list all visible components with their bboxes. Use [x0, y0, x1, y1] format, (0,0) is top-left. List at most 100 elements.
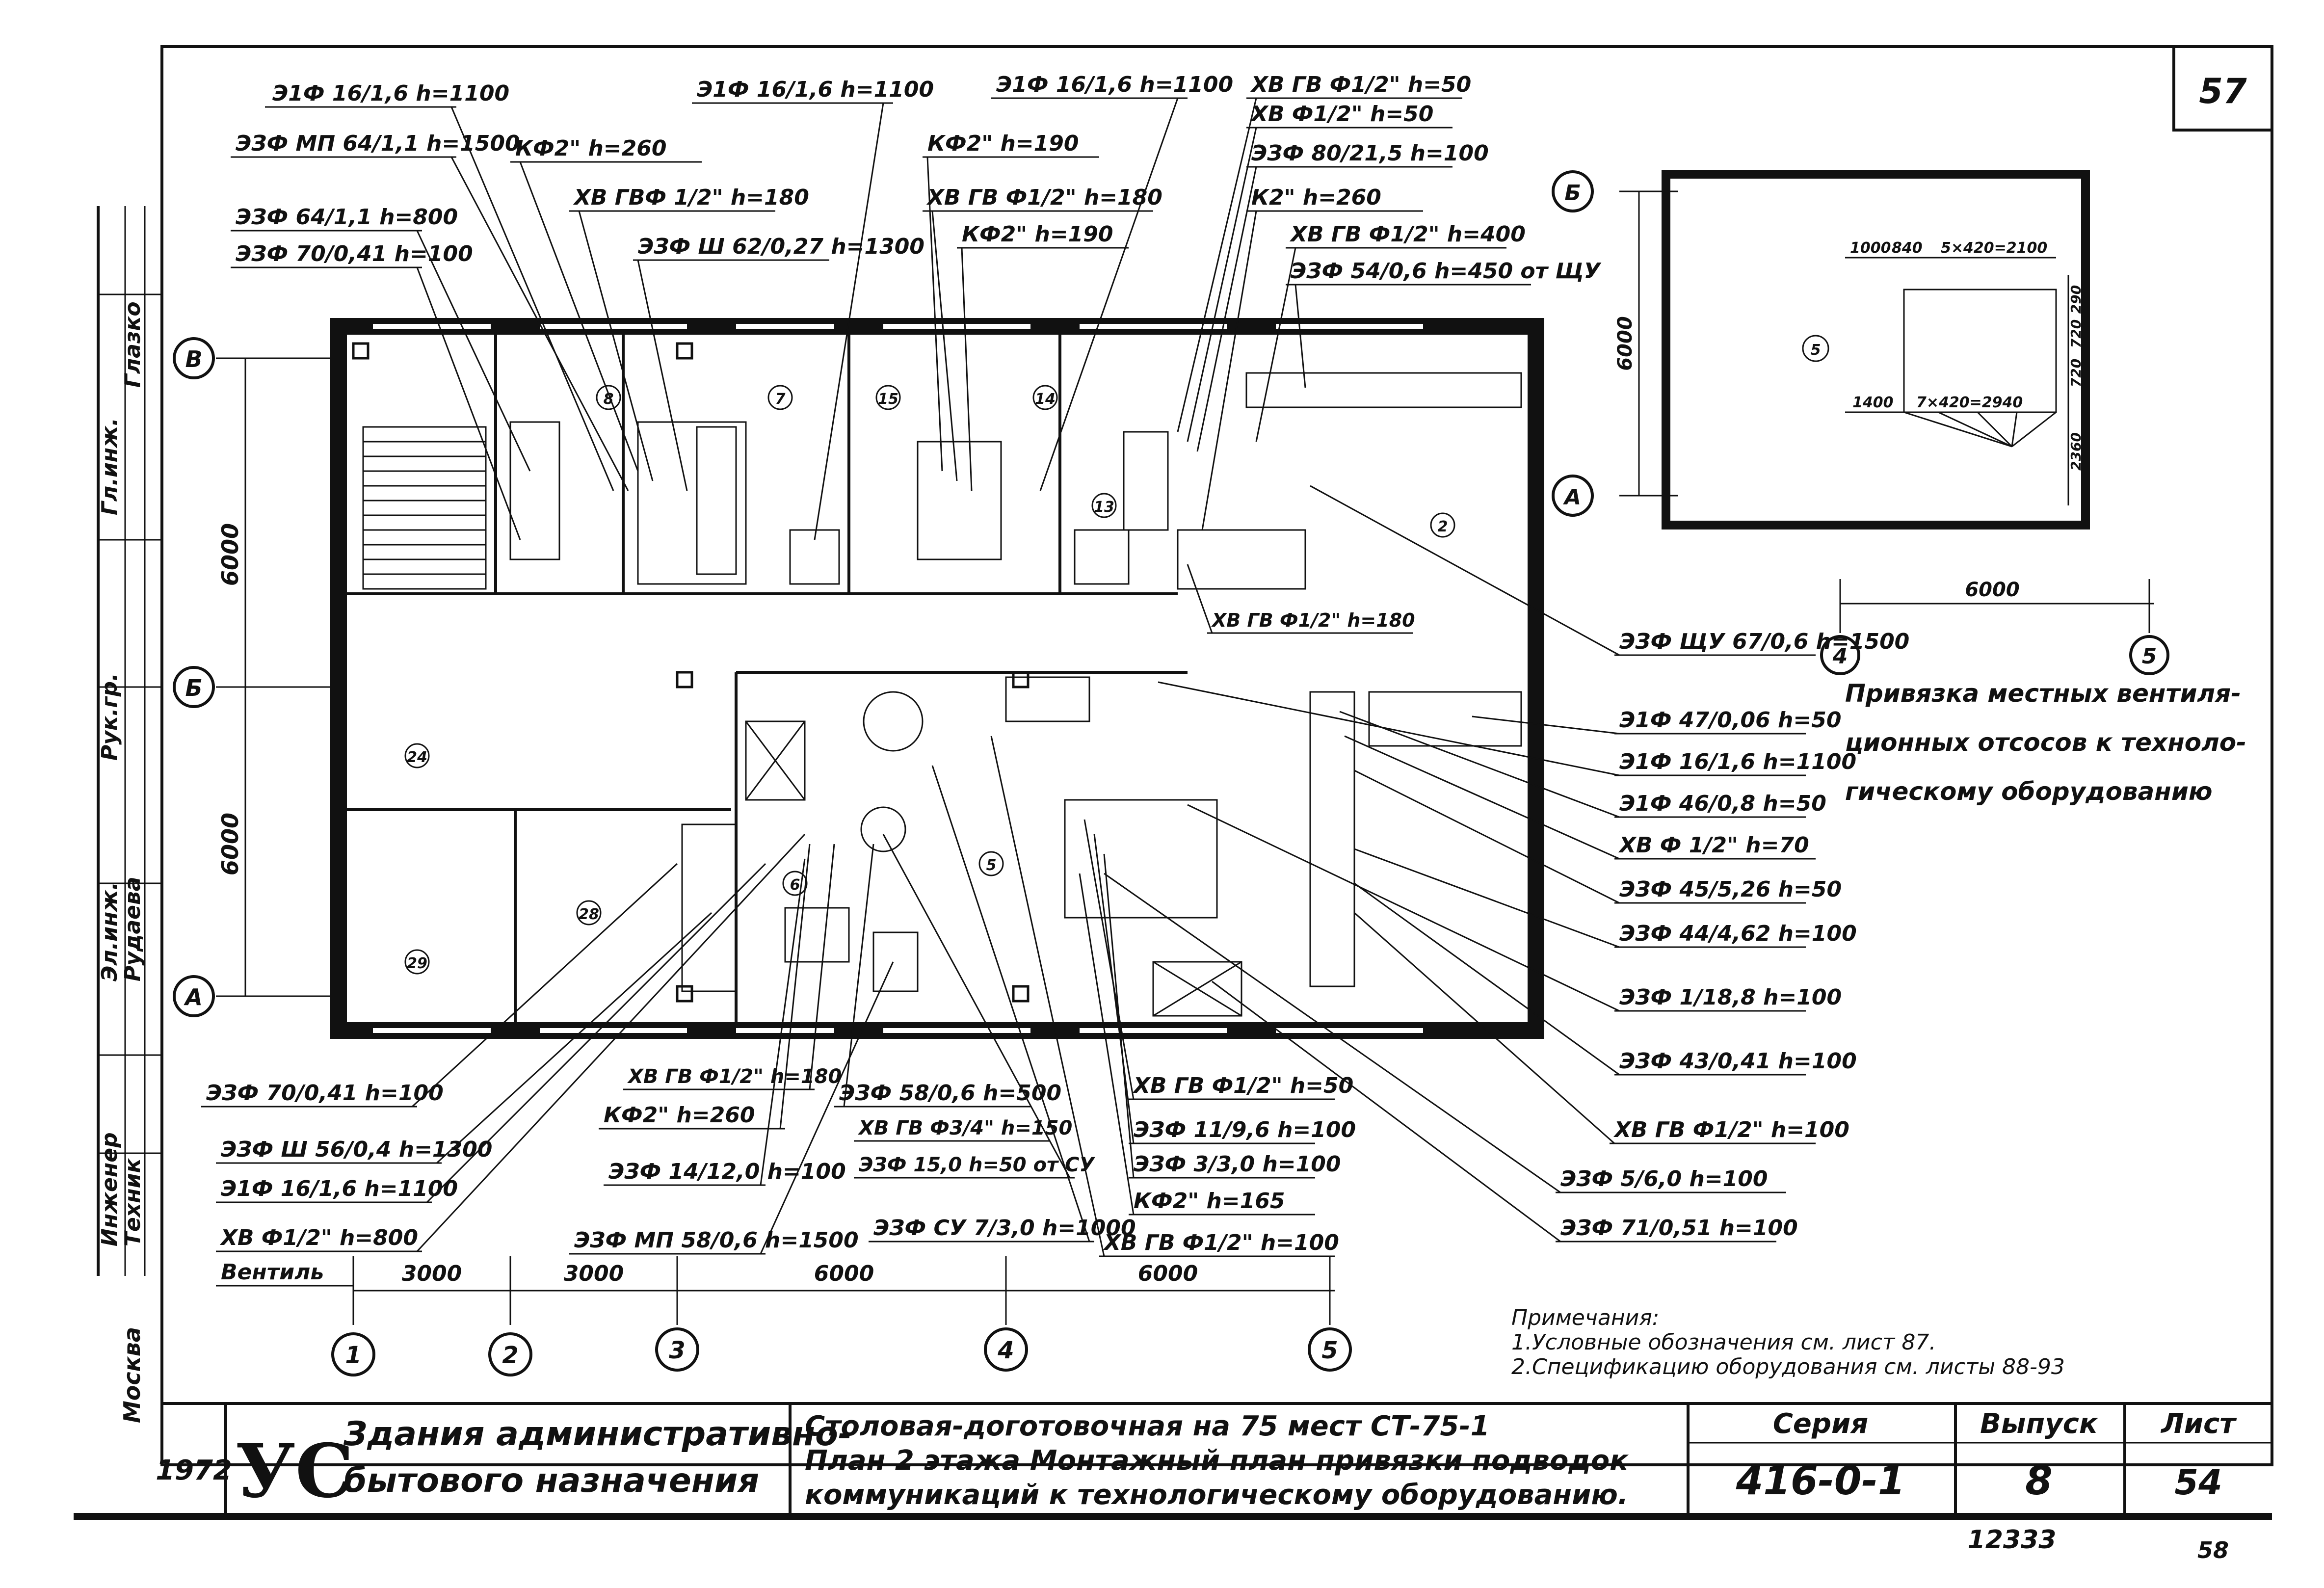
title-sheet-value: 54: [2174, 1462, 2222, 1503]
axis-row-А: А: [184, 984, 203, 1010]
notes-line-1: 1.Условные обозначения см. лист 87.: [1511, 1330, 1936, 1355]
inset-caption-2: ционных отсосов к техноло-: [1845, 728, 2246, 757]
inset-room: 5: [1811, 342, 1821, 359]
callout-bottom-1: ЭЗФ Ш 56/0,4 h=1300: [221, 1137, 492, 1162]
stamp-role-3: Рук.гр.: [97, 673, 122, 761]
room-15: 15: [878, 391, 898, 408]
room-6: 6: [790, 876, 800, 894]
room-14: 14: [1035, 391, 1056, 408]
callout-top-14: ЭЗФ 80/21,5 h=100: [1251, 141, 1489, 166]
inset-dim-top-0: 1000: [1850, 239, 1891, 257]
callout-bottom-18: ХВ ГВ Ф1/2" h=180: [1211, 609, 1415, 631]
callout-bottom-3: ХВ Ф1/2" h=800: [219, 1225, 418, 1250]
stamp-institute: Москва: [119, 1327, 145, 1423]
callout-bottom-0: ЭЗФ 70/0,41 h=100: [206, 1081, 444, 1106]
plan-axes: 6000 6000 В Б А 3000 3000 6000 6000 1 2 …: [173, 337, 1352, 1376]
title-series-label: Серия: [1773, 1408, 1868, 1440]
inset-caption-3: гическому оборудованию: [1845, 777, 2213, 806]
notes: Примечания: 1.Условные обозначения см. л…: [1511, 1305, 2065, 1379]
sheet-number-box: [2172, 45, 2273, 132]
notes-heading: Примечания:: [1511, 1305, 1660, 1330]
room-24: 24: [407, 749, 427, 766]
row-span-0: 6000: [217, 523, 243, 586]
callout-bottom-11: ЭЗФ 15,0 h=50 от СУ: [859, 1154, 1096, 1176]
callout-right-9: ХВ ГВ Ф1/2" h=100: [1613, 1117, 1849, 1142]
callout-bottom-10: ХВ ГВ Ф3/4" h=150: [857, 1117, 1072, 1139]
callout-right-11: ЭЗФ 71/0,51 h=100: [1560, 1216, 1798, 1241]
callout-top-4: КФ2" h=260: [515, 136, 667, 161]
axis-col-3: 3: [669, 1337, 685, 1364]
col-span-3: 6000: [1138, 1261, 1198, 1286]
room-8: 8: [604, 391, 614, 408]
inset-dim-bottom-0: 1400: [1852, 394, 1894, 411]
callout-top-10: КФ2" h=190: [962, 222, 1113, 247]
inventory-number: 12333: [1968, 1525, 2057, 1555]
callout-bottom-6: КФ2" h=260: [604, 1103, 755, 1128]
col-span-2: 6000: [814, 1261, 874, 1286]
room-5: 5: [986, 857, 997, 874]
callout-bottom-8: ЭЗФ МП 58/0,6 h=1500: [574, 1228, 859, 1253]
room-28: 28: [579, 906, 599, 923]
stamp-role-4: Гл.инж.: [97, 418, 122, 515]
callout-top-11: Э1Ф 16/1,6 h=1100: [996, 72, 1233, 97]
callouts-bottom: ЭЗФ 70/0,41 h=100 ЭЗФ Ш 56/0,4 h=1300 Э1…: [201, 564, 1415, 1287]
stamp-role-2: Эл.инж.: [97, 882, 122, 981]
callout-right-1: Э1Ф 47/0,06 h=50: [1619, 708, 1841, 733]
room-13: 13: [1094, 499, 1114, 516]
callout-right-2: Э1Ф 16/1,6 h=1100: [1619, 749, 1856, 774]
axis-col-2: 2: [502, 1342, 518, 1369]
inset-axis-row-Б: Б: [1564, 181, 1581, 206]
title-sheet-label: Лист: [2160, 1408, 2237, 1440]
callout-bottom-15: ЭЗФ 3/3,0 h=100: [1134, 1152, 1341, 1177]
callouts-top: Э1Ф 16/1,6 h=1100 ЭЗФ МП 64/1,1 h=1500 Э…: [231, 72, 1602, 540]
callout-top-9: ХВ ГВ Ф1/2" h=180: [926, 185, 1162, 210]
title-org-line-2: бытового назначения: [343, 1461, 759, 1500]
inset-dim-right-2: 720: [2068, 359, 2084, 387]
callout-right-4: ХВ Ф 1/2" h=70: [1618, 833, 1809, 858]
callout-top-16: ХВ ГВ Ф1/2" h=400: [1289, 222, 1526, 247]
axis-row-Б: Б: [185, 675, 202, 701]
callout-top-1: ЭЗФ МП 64/1,1 h=1500: [236, 131, 520, 156]
stamp-name-0: Рудаева: [120, 876, 145, 981]
room-7: 7: [775, 391, 786, 408]
title-desc-line-3: коммуникаций к технологическому оборудов…: [805, 1479, 1628, 1511]
inset-height: 6000: [1614, 316, 1637, 371]
inset-dim-top-1: 840: [1892, 239, 1923, 257]
sheet-top-number: 57: [2199, 71, 2247, 111]
callout-bottom-17: ХВ ГВ Ф1/2" h=100: [1103, 1230, 1339, 1255]
title-block: 1972 УС Здания административно- бытового…: [156, 1402, 2272, 1516]
title-desc-line-1: Столовая-доготовочная на 75 мест СТ-75-1: [805, 1410, 1490, 1442]
title-year: 1972: [156, 1455, 232, 1486]
title-logo: УС: [236, 1428, 354, 1514]
stamp-role-1: Техник: [120, 1158, 145, 1246]
callout-top-3: ЭЗФ 70/0,41 h=100: [236, 241, 473, 266]
row-span-1: 6000: [217, 813, 243, 875]
inset-plan: 6000 Б А 6000 4 5 5 1000 840 5×420=2100 …: [1552, 170, 2246, 806]
side-stamp: Инженер Техник Эл.инж. Рук.гр. Гл.инж. Р…: [97, 206, 162, 1423]
callout-bottom-4: Вентиль: [221, 1260, 324, 1285]
callouts-right: ЭЗФ ЩУ 67/0,6 h=1500 Э1Ф 47/0,06 h=50 Э1…: [1104, 485, 1909, 1243]
callout-right-6: ЭЗФ 44/4,62 h=100: [1619, 921, 1857, 946]
title-issue-label: Выпуск: [1980, 1408, 2099, 1440]
stamp-role-0: Инженер: [97, 1132, 122, 1246]
axis-row-B: В: [185, 346, 202, 372]
callout-top-17: ЭЗФ 54/0,6 h=450 от ЩУ: [1291, 259, 1602, 284]
callout-top-5: ХВ ГВФ 1/2" h=180: [573, 185, 809, 210]
callout-right-5: ЭЗФ 45/5,26 h=50: [1619, 877, 1842, 902]
inset-dim-top-2: 5×420=2100: [1941, 239, 2047, 257]
callout-top-8: КФ2" h=190: [927, 131, 1079, 156]
axis-col-5: 5: [1321, 1337, 1338, 1364]
inset-dim-bottom-1: 7×420=2940: [1916, 394, 2023, 411]
callout-bottom-7: ЭЗФ 14/12,0 h=100: [608, 1159, 846, 1184]
axis-col-1: 1: [345, 1342, 361, 1369]
stamp-name-1: Глазко: [120, 301, 145, 388]
inset-caption-1: Привязка местных вентиля-: [1845, 679, 2241, 708]
callout-top-6: ЭЗФ Ш 62/0,27 h=1300: [638, 234, 924, 259]
room-29: 29: [407, 955, 427, 972]
callout-bottom-5: ХВ ГВ Ф1/2" h=180: [627, 1065, 842, 1088]
floor-plan: 8 7 15 14 13 2 5 6 24 28 29: [330, 318, 1544, 1039]
callout-right-8: ЭЗФ 43/0,41 h=100: [1619, 1049, 1857, 1074]
callout-bottom-14: ЭЗФ 11/9,6 h=100: [1134, 1117, 1356, 1142]
inset-axis-row-А: А: [1563, 485, 1581, 510]
